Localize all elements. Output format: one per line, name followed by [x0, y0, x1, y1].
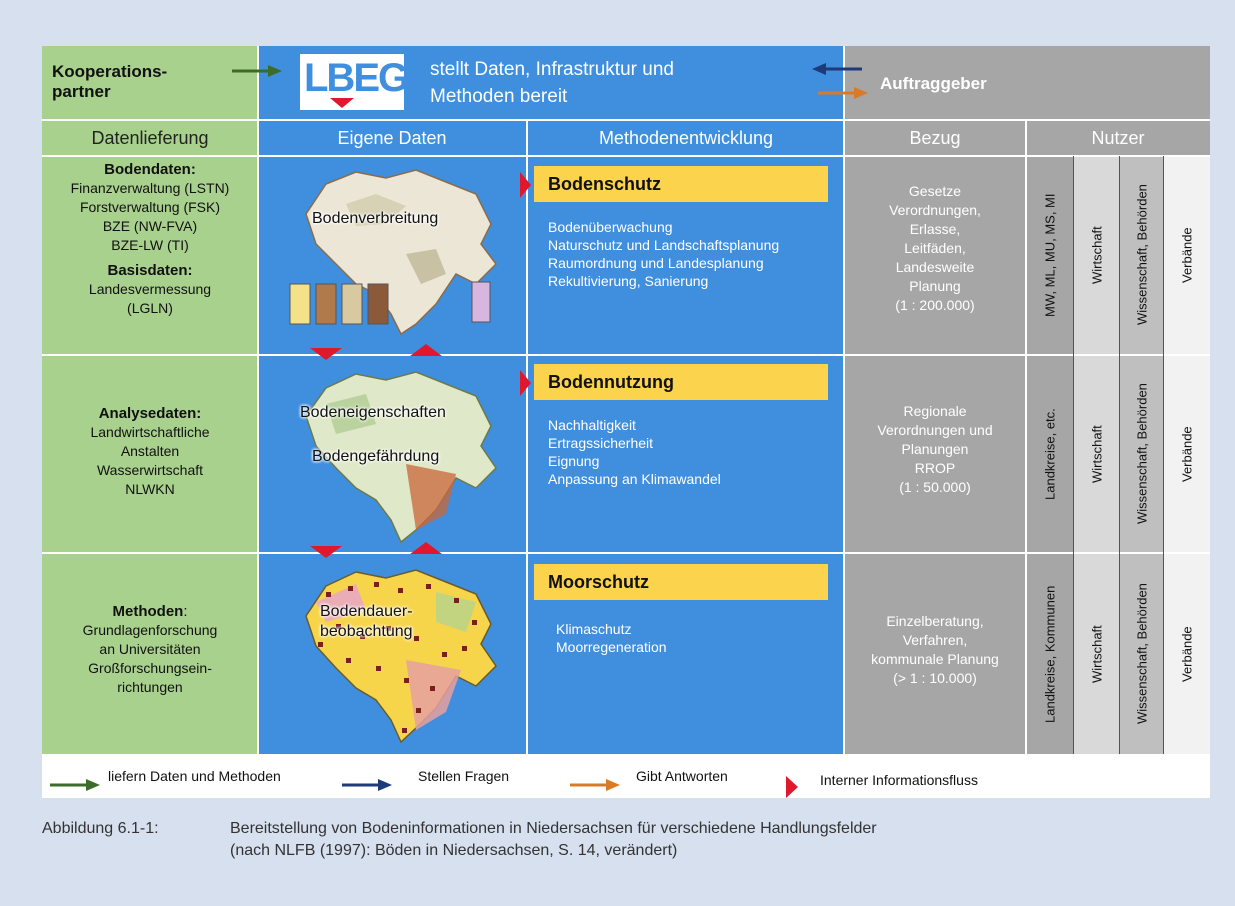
header-bezug: Bezug — [909, 127, 961, 148]
row3-method-items: Klimaschutz Moorregeneration — [556, 621, 667, 655]
nutzer-col-3 — [1120, 156, 1164, 754]
legend-green-label: liefern Daten und Methoden — [108, 768, 281, 784]
row1-nutzer-2: Wirtschaft — [1089, 226, 1105, 284]
legend-orange-arrow-icon — [570, 779, 620, 791]
navy-arrow-icon — [812, 63, 862, 75]
nutzer-col-1 — [1026, 156, 1074, 754]
auftraggeber-label: Auftraggeber — [880, 74, 987, 93]
row1-map-label: Bodenverbreitung — [312, 210, 439, 227]
orange-arrow-icon — [818, 87, 868, 99]
row3-nutzer-4: Verbände — [1179, 626, 1195, 682]
row3-text1: Grundlagenforschung an Universitäten Gro… — [82, 622, 218, 695]
lbeg-logo-text: LBEG — [304, 56, 409, 100]
row2-method-title: Bodennutzung — [534, 364, 828, 400]
row1-nutzer-1: MW, ML, MU, MS, MI — [1042, 193, 1058, 317]
header-datenlieferung: Datenlieferung — [91, 127, 209, 148]
datenlieferung-column — [42, 46, 258, 754]
row2-title1: Analysedaten: — [98, 405, 202, 422]
legend-green-arrow-icon — [50, 779, 100, 791]
legend-navy-arrow-icon — [342, 779, 392, 791]
row2-nutzer-3: Wissenschaft, Behörden — [1134, 383, 1150, 525]
map-bodenverbreitung — [289, 169, 497, 336]
red-flow-arrow-icon — [520, 370, 531, 396]
row2-bezug: Regionale Verordnungen und Planungen RRO… — [877, 403, 993, 495]
figure-caption: Abbildung 6.1-1: Bereitstellung von Bode… — [42, 818, 877, 862]
row2-text1: Landwirtschaftliche Anstalten Wasserwirt… — [90, 424, 210, 497]
row3-datenlieferung: Methoden: Grundlagenforschung an Univers… — [42, 602, 258, 697]
row1-nutzer-3: Wissenschaft, Behörden — [1134, 184, 1150, 326]
lbeg-description: stellt Daten, Infrastruktur und Methoden… — [430, 59, 674, 107]
legend-orange-label: Gibt Antworten — [636, 768, 728, 784]
nutzer-col-4 — [1164, 156, 1210, 754]
legend-navy-label: Stellen Fragen — [418, 768, 510, 784]
legend-red-label: Interner Informationsfluss — [820, 772, 978, 788]
map-bodendauerbeobachtung — [305, 569, 497, 744]
header-methodenentwicklung: Methodenentwicklung — [598, 127, 774, 148]
row1-bezug: Gesetze Verordnungen, Erlasse, Leitfäden… — [889, 183, 981, 313]
row1-datenlieferung: Bodendaten: Finanzverwaltung (LSTN) Fors… — [42, 160, 258, 318]
caption-line2: (nach NLFB (1997): Böden in Niedersachse… — [230, 842, 678, 859]
green-arrow-icon — [232, 65, 282, 77]
row2-nutzer-4: Verbände — [1179, 426, 1195, 482]
red-up-arrow-icon — [410, 344, 442, 356]
nutzer-col-2 — [1074, 156, 1120, 754]
row2-nutzer-1: Landkreise, etc. — [1042, 408, 1058, 500]
row3-title1: Methoden — [112, 603, 184, 620]
row1-method-title: Bodenschutz — [534, 166, 828, 202]
row3-method-title: Moorschutz — [534, 564, 828, 600]
row1-nutzer-4: Verbände — [1179, 227, 1195, 283]
row2-method-items: Nachhaltigkeit Ertragssicherheit Eignung… — [548, 417, 721, 487]
lbeg-logo: LBEG — [300, 54, 409, 110]
row3-nutzer-3: Wissenschaft, Behörden — [1134, 583, 1150, 725]
row2-map-label-1: Bodeneigenschaften — [300, 404, 446, 421]
row3-bezug: Einzelberatung, Verfahren, kommunale Pla… — [871, 613, 999, 686]
row1-text2: Landesvermessung (LGLN) — [88, 281, 212, 316]
row3-title1-suffix: : — [183, 603, 188, 620]
header-nutzer: Nutzer — [1091, 127, 1145, 148]
red-down-arrow-icon — [310, 546, 342, 558]
header-eigene-daten: Eigene Daten — [337, 127, 447, 148]
row1-title1: Bodendaten: — [104, 161, 196, 178]
row2-nutzer-2: Wirtschaft — [1089, 425, 1105, 483]
caption-label: Abbildung 6.1-1: — [42, 820, 159, 837]
row1-method-items: Bodenüberwachung Naturschutz und Landsch… — [548, 219, 780, 289]
map-bodeneigenschaften — [305, 371, 497, 544]
row3-nutzer-2: Wirtschaft — [1089, 625, 1105, 683]
red-flow-arrow-icon — [520, 172, 531, 198]
row2-datenlieferung: Analysedaten: Landwirtschaftliche Anstal… — [42, 404, 258, 499]
row1-text1: Finanzverwaltung (LSTN) Forstverwaltung … — [70, 180, 230, 253]
red-up-arrow-icon — [410, 542, 442, 554]
row2-map-label-2: Bodengefährdung — [312, 448, 440, 465]
diagram: Kooperations- partner LBEG stellt Daten,… — [42, 46, 1210, 798]
caption-line1: Bereitstellung von Bodeninformationen in… — [230, 820, 877, 837]
row3-map-label: Bodendauer- beobachtung — [320, 603, 413, 640]
red-down-arrow-icon — [310, 348, 342, 360]
row3-nutzer-1: Landkreise, Kommunen — [1042, 585, 1058, 723]
row1-title2: Basisdaten: — [107, 262, 193, 279]
legend-red-flow-icon — [786, 776, 798, 798]
kooperationspartner-label: Kooperations- partner — [52, 62, 168, 101]
